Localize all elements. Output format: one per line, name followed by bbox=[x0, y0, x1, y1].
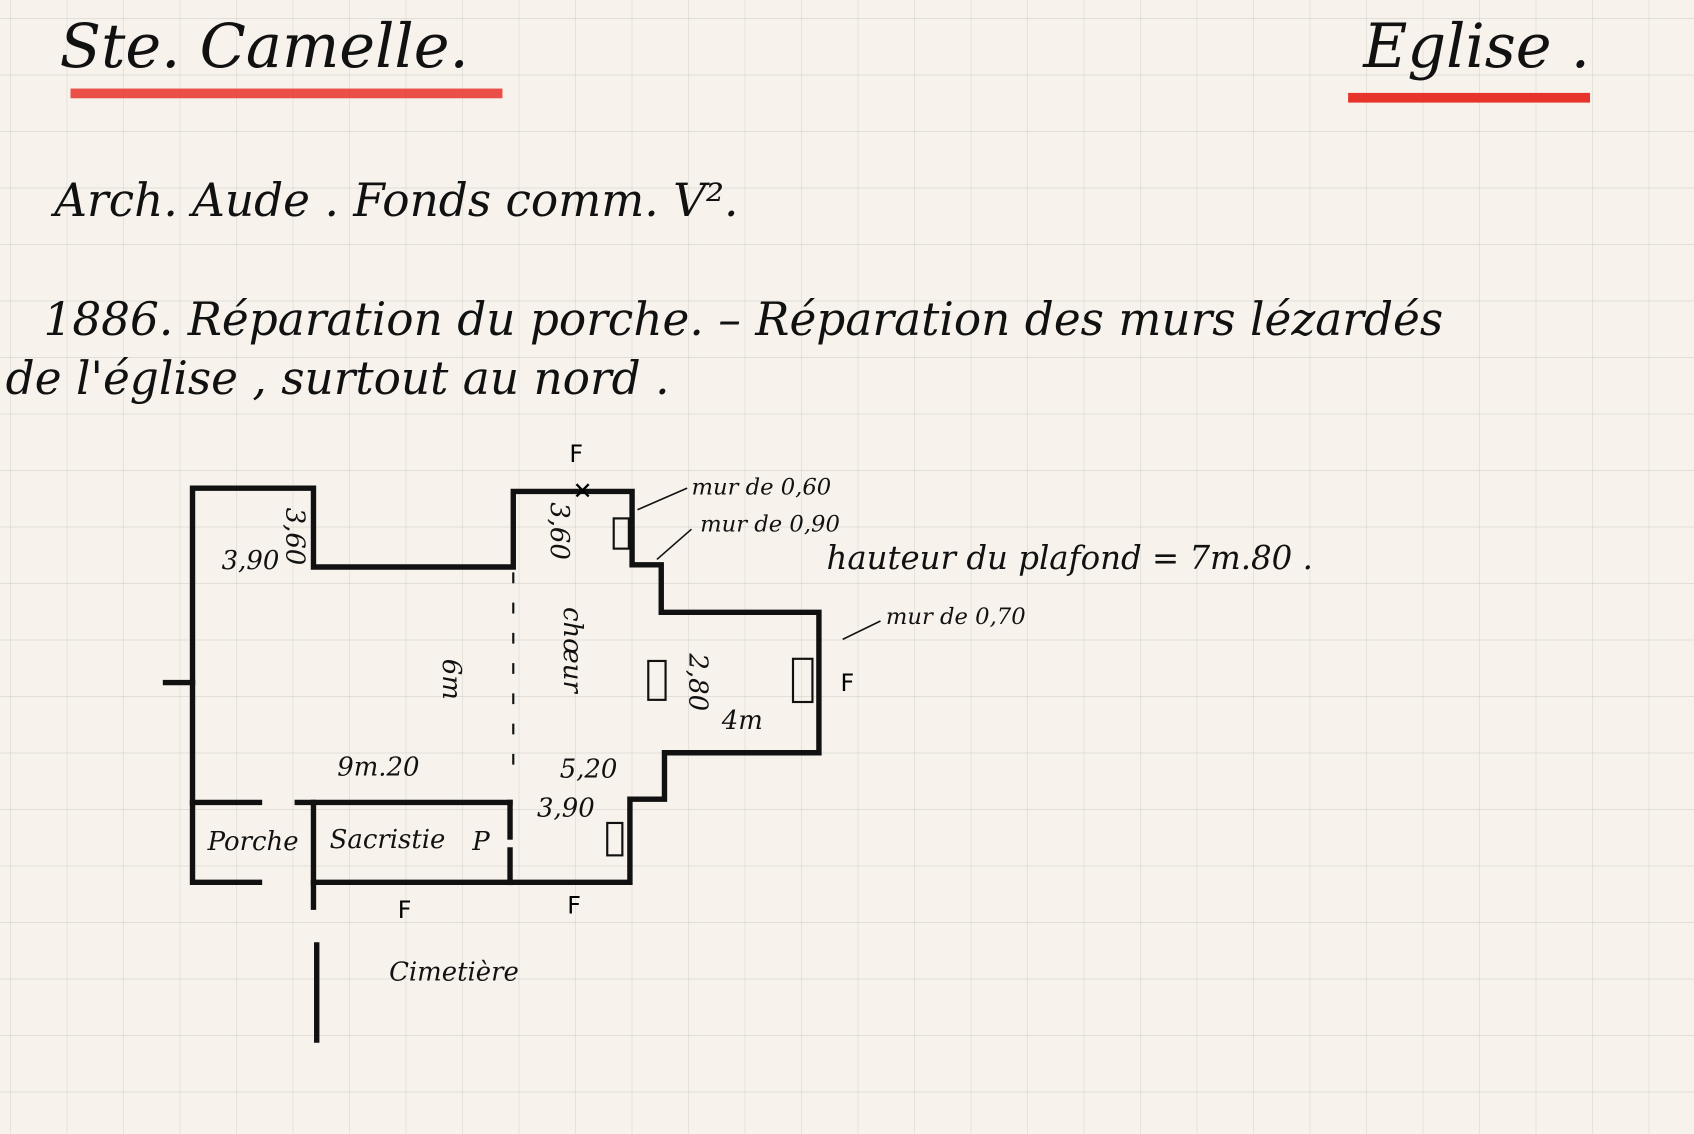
window-marker: F bbox=[567, 892, 581, 920]
archive-source: Arch. Aude . Fonds comm. V². bbox=[50, 174, 738, 227]
label-porch: Porche bbox=[207, 827, 299, 857]
label-bottom-offset: 3,90 bbox=[537, 793, 595, 823]
arrow-icon bbox=[656, 528, 693, 561]
label-door: P bbox=[471, 827, 490, 857]
porch-wall bbox=[189, 799, 263, 886]
subject-title: Eglise . bbox=[1362, 12, 1590, 82]
commune-title: Ste. Camelle. bbox=[60, 12, 469, 82]
church-floor-plan: F ✕ F F F 3,90 3,60 3,60 chœur 6m 9m.20 … bbox=[162, 440, 1313, 1043]
church-outline-wall bbox=[189, 485, 822, 886]
note-wall-090: mur de 0,90 bbox=[700, 511, 840, 537]
altar-icon bbox=[612, 517, 630, 550]
window-marker: F bbox=[398, 896, 412, 924]
subject-underline bbox=[1348, 92, 1591, 103]
entry-line-1: 1886. Réparation du porche. – Réparation… bbox=[43, 293, 1443, 346]
label-nave-width: 3,90 bbox=[222, 546, 280, 576]
altar-icon bbox=[606, 821, 624, 857]
label-nave-length: 9m.20 bbox=[337, 752, 419, 782]
window-marker: F bbox=[569, 440, 583, 468]
label-choir-length: 5,20 bbox=[560, 755, 618, 785]
commune-underline bbox=[70, 88, 503, 99]
label-nave-offset: 3,60 bbox=[279, 508, 309, 566]
altar-icon bbox=[791, 657, 814, 704]
label-cemetery: Cimetière bbox=[389, 958, 519, 988]
altar-icon bbox=[647, 659, 667, 701]
arrow-icon bbox=[842, 620, 881, 641]
note-ceiling-height: hauteur du plafond = 7m.80 . bbox=[826, 539, 1312, 577]
arrow-icon bbox=[637, 487, 688, 511]
label-apse-length: 4m bbox=[721, 706, 763, 736]
label-choir: chœur bbox=[557, 607, 587, 694]
window-cross-icon: ✕ bbox=[573, 477, 593, 505]
label-choir-offset: 3,60 bbox=[544, 502, 574, 560]
label-sacristy: Sacristie bbox=[330, 825, 446, 855]
window-marker: F bbox=[841, 669, 855, 697]
label-nave-height: 6m bbox=[436, 659, 466, 700]
label-apse-height: 2,80 bbox=[682, 652, 712, 711]
note-wall-070: mur de 0,70 bbox=[886, 604, 1026, 630]
note-wall-060: mur de 0,60 bbox=[691, 475, 831, 501]
entry-line-2: de l'église , surtout au nord . bbox=[6, 352, 670, 405]
